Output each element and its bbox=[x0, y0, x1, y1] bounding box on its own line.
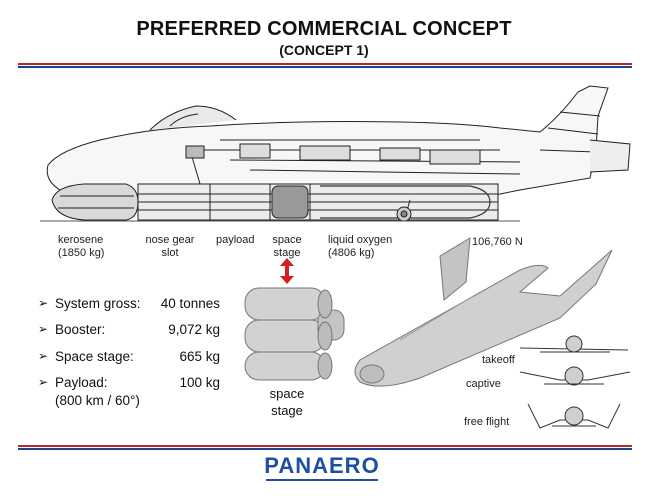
front-view-takeoff bbox=[519, 335, 629, 353]
bullet-arrow-icon: ➢ bbox=[38, 349, 49, 363]
space-stage-model bbox=[244, 287, 345, 381]
logo-underline bbox=[266, 479, 378, 481]
footer-divider bbox=[18, 445, 632, 450]
bullet-arrow-icon: ➢ bbox=[38, 375, 49, 389]
label-payload: payload bbox=[216, 234, 255, 246]
panaero-logo: PANAERO bbox=[262, 453, 382, 483]
insertion-arrow-icon bbox=[280, 258, 294, 284]
label-thrust: 106,760 N bbox=[472, 236, 523, 248]
aircraft-3d-model bbox=[354, 237, 613, 387]
bullet-arrow-icon: ➢ bbox=[38, 322, 49, 336]
view-label-free-flight: free flight bbox=[464, 416, 510, 428]
spec-payload-orbit: (800 km / 60°) bbox=[55, 393, 140, 408]
page-subtitle: (CONCEPT 1) bbox=[279, 42, 369, 58]
front-view-free-flight bbox=[527, 403, 621, 429]
page-title: PREFERRED COMMERCIAL CONCEPT bbox=[136, 18, 512, 40]
label-liquid-oxygen: liquid oxygen(4806 kg) bbox=[328, 234, 393, 259]
front-view-captive bbox=[519, 366, 631, 386]
aircraft-side-view bbox=[46, 85, 631, 222]
header-divider bbox=[18, 63, 632, 68]
view-label-captive: captive bbox=[466, 378, 501, 390]
view-label-takeoff: takeoff bbox=[482, 354, 515, 366]
bullet-arrow-icon: ➢ bbox=[38, 296, 49, 310]
label-kerosene: kerosene(1850 kg) bbox=[58, 234, 105, 259]
